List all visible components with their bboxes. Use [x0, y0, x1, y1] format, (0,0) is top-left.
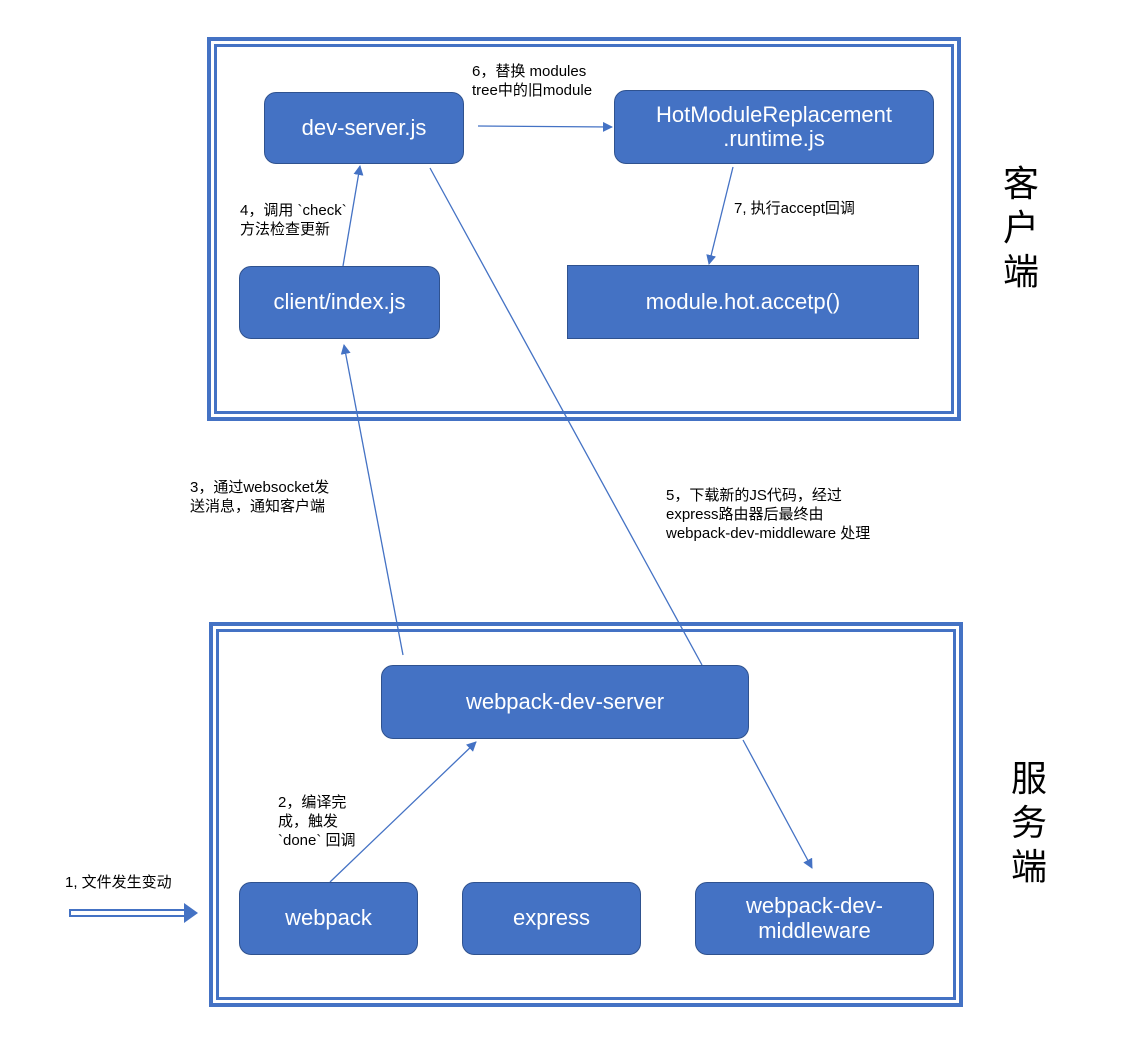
- step6-label: 6，替换 modules tree中的旧module: [472, 63, 593, 99]
- arrow-step5-middleware: [742, 739, 813, 869]
- arrow-step7: [706, 166, 734, 265]
- webpack-dev-middleware-label: webpack-dev- middleware: [746, 893, 883, 943]
- step7-label: 7, 执行accept回调: [734, 200, 855, 217]
- step1-label: 1, 文件发生变动: [65, 874, 172, 891]
- dev-server-js-node[interactable]: dev-server.js: [264, 92, 464, 164]
- webpack-dev-middleware-node[interactable]: webpack-dev- middleware: [695, 882, 934, 955]
- module-hot-accept-label: module.hot.accetp(): [645, 288, 841, 314]
- arrow-step2: [329, 741, 477, 883]
- webpack-dev-server-node[interactable]: webpack-dev-server: [381, 665, 749, 739]
- client-frame: [207, 37, 961, 421]
- step5-label: 5，下载新的JS代码，经过 express路由器后最终由 webpack-dev…: [666, 487, 871, 542]
- step3-label: 3，通过websocket发 送消息，通知客户端: [190, 479, 330, 515]
- module-hot-accept-node[interactable]: module.hot.accetp(): [567, 265, 919, 339]
- arrow-step4: [342, 165, 364, 267]
- hmr-runtime-node[interactable]: HotModuleReplacement .runtime.js: [614, 90, 934, 164]
- line-step5-download: [429, 167, 703, 666]
- client-index-js-label: client/index.js: [273, 289, 406, 315]
- webpack-node[interactable]: webpack: [239, 882, 418, 955]
- hmr-runtime-label: HotModuleReplacement .runtime.js: [655, 101, 893, 151]
- server-frame-inner-border: [216, 629, 956, 1000]
- step2-label: 2，编译完 成，触发 `done` 回调: [278, 794, 356, 849]
- client-frame-inner-border: [214, 44, 954, 414]
- arrow-step1: [69, 903, 198, 923]
- client-index-js-node[interactable]: client/index.js: [239, 266, 440, 339]
- client-side-title: 客 户 端: [1002, 164, 1039, 293]
- express-label: express: [512, 905, 591, 931]
- arrow-step6: [477, 121, 613, 132]
- webpack-dev-server-label: webpack-dev-server: [465, 688, 665, 714]
- arrow-step3: [340, 344, 404, 656]
- webpack-label: webpack: [285, 905, 372, 931]
- express-node[interactable]: express: [462, 882, 641, 955]
- step4-label: 4，调用 `check` 方法检查更新: [240, 202, 347, 238]
- server-frame: [209, 622, 963, 1007]
- dev-server-js-label: dev-server.js: [301, 114, 427, 140]
- server-side-title: 服 务 端: [1010, 759, 1047, 888]
